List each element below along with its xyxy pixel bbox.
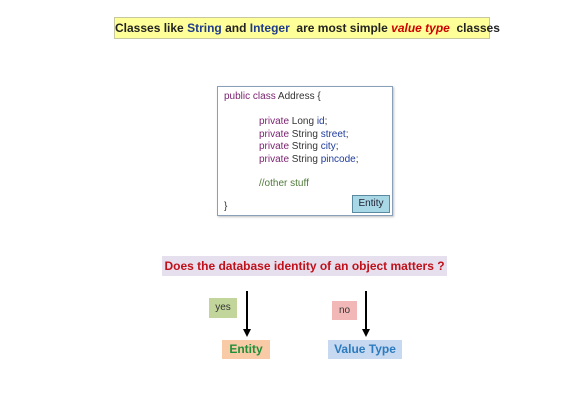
banner-text-3: are most simple xyxy=(289,21,392,35)
field-keyword: private xyxy=(259,141,290,152)
field-name: city xyxy=(320,141,336,152)
field-type: String xyxy=(289,141,321,152)
banner-value-type: value type xyxy=(391,21,450,35)
field-end: ; xyxy=(345,128,349,140)
field-end: ; xyxy=(324,116,328,127)
code-header-keyword: public class xyxy=(224,91,276,102)
code-comment: //other stuff xyxy=(259,178,309,189)
field-keyword: private xyxy=(259,128,290,140)
field-type: String xyxy=(289,153,321,165)
no-branch-label: no xyxy=(332,301,357,320)
yes-branch-label: yes xyxy=(209,298,237,318)
value-type-result: Value Type xyxy=(328,340,402,359)
banner-text-4: classes xyxy=(449,21,500,35)
banner-text-1: Classes like xyxy=(115,21,188,35)
field-end: ; xyxy=(355,153,359,165)
field-keyword: private xyxy=(259,153,290,165)
banner-text-2: and xyxy=(221,21,250,35)
address-class-code-box: public class Address { private Long id; … xyxy=(217,86,393,216)
field-type: String xyxy=(289,128,321,140)
field-name: id xyxy=(316,116,325,127)
entity-tag: Entity xyxy=(352,195,390,213)
field-type: Long xyxy=(289,116,317,127)
code-field-city: private String city; xyxy=(259,141,338,154)
code-field-id: private Long id; xyxy=(259,116,327,129)
banner-keyword-integer: Integer xyxy=(249,21,290,35)
code-closing-brace: } xyxy=(224,201,228,212)
field-name: pincode xyxy=(320,153,356,165)
code-header-rest: Address { xyxy=(275,91,321,102)
entity-result: Entity xyxy=(222,340,270,359)
field-keyword: private xyxy=(259,116,290,127)
code-field-street: private String street; xyxy=(259,129,349,142)
code-header: public class Address { xyxy=(224,91,321,104)
field-end: ; xyxy=(335,141,339,152)
decision-question: Does the database identity of an object … xyxy=(162,256,447,276)
code-field-pincode: private String pincode; xyxy=(259,154,359,167)
field-name: street xyxy=(320,128,346,140)
title-banner: Classes like String and Integer are most… xyxy=(114,17,500,39)
banner-keyword-string: String xyxy=(187,21,222,35)
